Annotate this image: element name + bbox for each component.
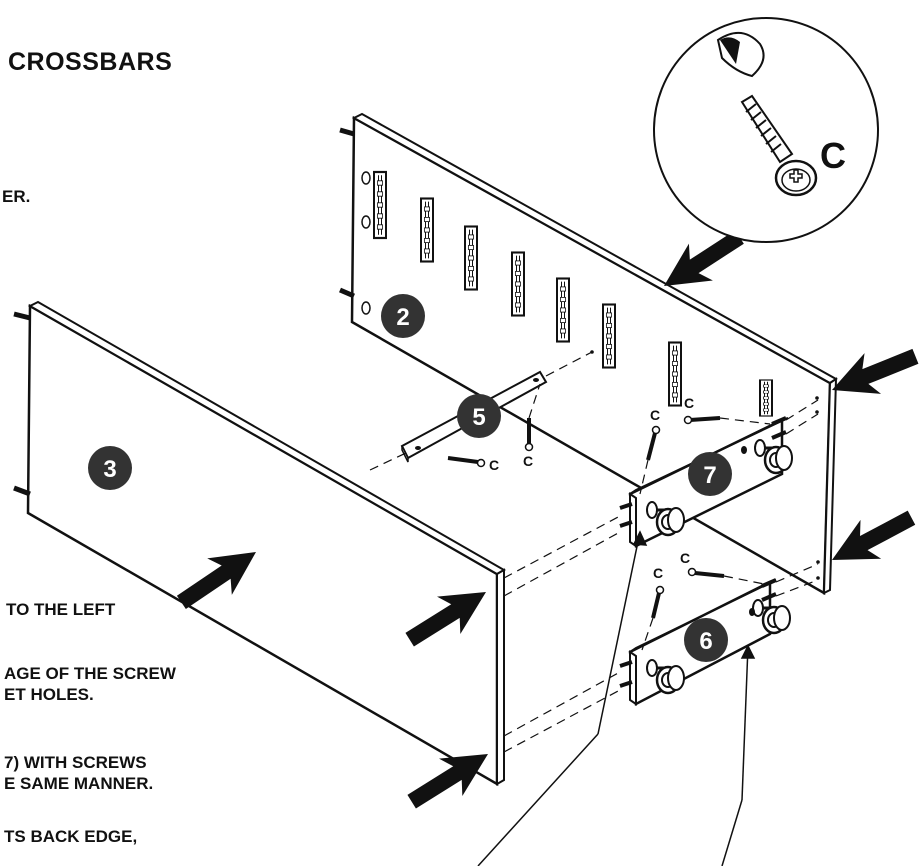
direction-arrows: [176, 230, 919, 809]
screw-c-icon: [740, 94, 818, 197]
screw-label-c: C: [653, 565, 663, 581]
screw-crossbar-end: C: [447, 456, 499, 473]
screw-label-c: C: [523, 453, 533, 469]
part-badge-2: 2: [381, 294, 425, 338]
part-badge-5: 5: [457, 394, 501, 438]
screw-label-c: C: [489, 457, 499, 473]
screw-crossbar-bottom: C: [523, 418, 534, 469]
part-badge-6: 6: [684, 618, 728, 662]
slide-rail-8: [759, 379, 773, 417]
part-label-6: 6: [699, 628, 712, 655]
instruction-fragment-5: TS BACK EDGE,: [4, 827, 138, 846]
slide-rail-4: [510, 251, 526, 317]
part-badge-7: 7: [688, 452, 732, 496]
part-label-7: 7: [703, 462, 716, 489]
instruction-fragment-1: ER.: [2, 187, 31, 206]
screw-bar7-vertical: C: [646, 407, 661, 461]
section-heading: CROSSBARS: [8, 48, 173, 76]
slide-rail-5: [555, 277, 571, 343]
arrow-icon: [832, 348, 919, 394]
instruction-fragment-3b: ET HOLES.: [4, 685, 94, 704]
arrow-icon: [832, 510, 916, 560]
slide-rail-2: [419, 197, 435, 263]
screw-bar7-top: C: [683, 395, 721, 425]
slide-rail-7: [667, 341, 683, 407]
screw-bar6-vertical: C: [651, 565, 665, 619]
slide-rail-6: [601, 303, 617, 369]
leader-lines: [477, 530, 756, 866]
slide-rail-1: [372, 170, 388, 240]
part-label-5: 5: [472, 404, 485, 431]
screw-label-c: C: [684, 395, 694, 411]
instruction-fragment-3a: AGE OF THE SCREW: [4, 664, 176, 683]
slide-rail-3: [463, 225, 479, 291]
part-badge-3: 3: [88, 446, 132, 490]
instruction-fragment-4b: E SAME MANNER.: [4, 774, 154, 793]
screw-label-c: C: [650, 407, 660, 423]
instruction-fragment-2: TO THE LEFT: [6, 600, 116, 619]
instruction-fragment-4a: 7) WITH SCREWS: [4, 753, 147, 772]
part-label-2: 2: [396, 304, 409, 331]
arrow-icon: [407, 754, 488, 809]
screw-label-c: C: [680, 550, 690, 566]
screw-detail-callout: C: [653, 17, 879, 243]
part-label-3: 3: [103, 456, 116, 483]
arrow-icon: [664, 230, 744, 286]
screw-bar6-top: C: [680, 550, 725, 578]
panel-3-front: [13, 300, 507, 787]
arrow-icon: [405, 592, 486, 647]
alignment-lines: [369, 351, 819, 753]
arrow-icon: [176, 552, 256, 609]
callout-label-c: C: [820, 135, 846, 176]
